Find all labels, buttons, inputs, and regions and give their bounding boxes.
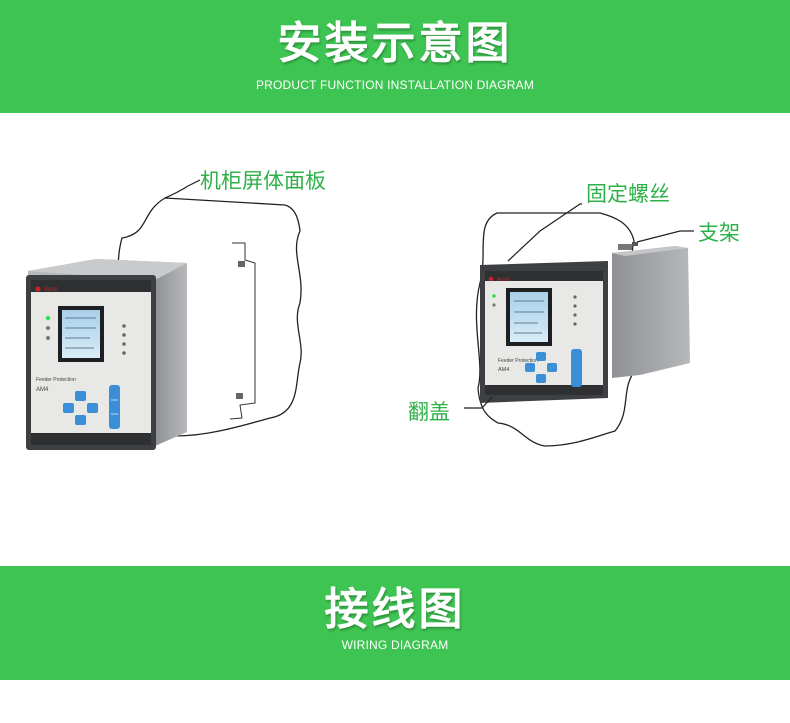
- section-subtitle: PRODUCT FUNCTION INSTALLATION DIAGRAM: [255, 78, 535, 92]
- section-banner-installation: 安装示意图 PRODUCT FUNCTION INSTALLATION DIAG…: [0, 0, 790, 113]
- installation-diagram: Acrel Feeder Protection AM4 机柜屏体面板: [26, 169, 740, 450]
- model-name-right-line1: Feeder Protection: [498, 358, 538, 364]
- key-right: [87, 403, 98, 413]
- key-left: [63, 403, 74, 413]
- brand-logo-right: Acrel: [497, 277, 510, 283]
- model-name-line1: Feeder Protection: [36, 377, 76, 383]
- model-name-right-line2: AM4: [498, 367, 509, 373]
- section-subtitle: WIRING DIAGRAM: [341, 638, 449, 652]
- leader-cabinet-panel: [187, 179, 201, 187]
- key-down: [75, 415, 86, 425]
- device-left: Acrel Feeder Protection AM4: [26, 259, 187, 450]
- bracket-illustration: [612, 242, 690, 378]
- key-function-column: [109, 385, 120, 429]
- key-down-right: [536, 374, 546, 383]
- key-up: [75, 391, 86, 401]
- panel-bracket: [229, 242, 256, 420]
- label-cabinet-panel: 机柜屏体面板: [200, 169, 326, 193]
- leader-fixing-screw: [507, 203, 582, 262]
- device-right: Acrel Feeder Protection AM4: [480, 261, 608, 403]
- label-fixing-screw: 固定螺丝: [586, 182, 670, 206]
- leader-flip-cover: [464, 396, 493, 409]
- label-bracket: 支架: [698, 221, 740, 245]
- section-title: 接线图: [324, 584, 466, 635]
- key-up-right: [536, 352, 546, 361]
- key-right-right: [547, 363, 557, 372]
- section-title: 安装示意图: [277, 18, 513, 69]
- model-name-line2: AM4: [36, 387, 49, 393]
- leader-bracket: [636, 230, 694, 243]
- key-function-column-right: [571, 349, 582, 387]
- brand-logo: Acrel: [44, 287, 58, 293]
- key-left-right: [525, 363, 535, 372]
- label-flip-cover: 翻盖: [408, 400, 450, 424]
- section-banner-wiring: 接线图 WIRING DIAGRAM: [0, 566, 790, 680]
